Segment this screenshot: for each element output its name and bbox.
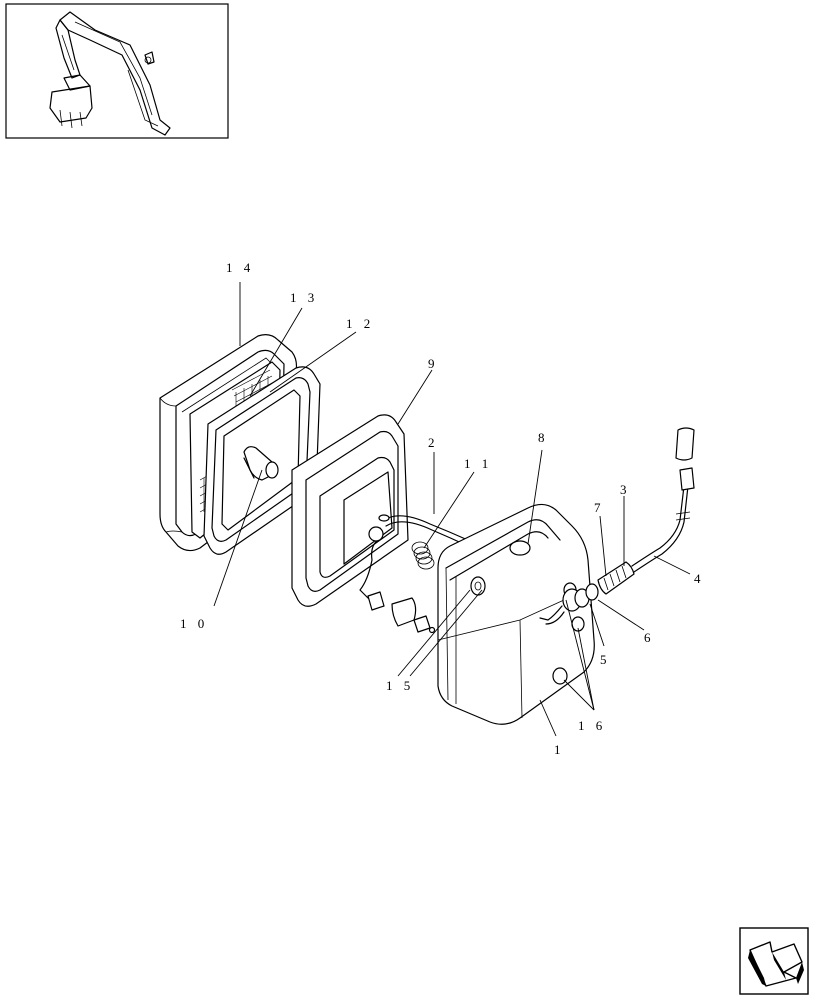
callout-5[interactable]: 5	[600, 652, 611, 667]
part-12-gasket	[203, 366, 321, 555]
callout-13[interactable]: 1 3	[290, 290, 318, 305]
back-arrow-icon	[748, 941, 804, 987]
part-11-spring	[411, 541, 435, 570]
callout-12[interactable]: 1 2	[346, 316, 374, 331]
excavator-thumbnail[interactable]	[5, 3, 229, 139]
callout-3[interactable]: 3	[620, 482, 631, 497]
part-4-cable	[631, 427, 695, 573]
callout-7[interactable]: 7	[594, 500, 605, 515]
part-8-plug-hole	[509, 540, 531, 556]
back-navigation-button[interactable]	[739, 927, 809, 995]
part-5-6-7-socket	[539, 583, 599, 625]
callout-labels: 1 4 1 3 1 2 9 2 1 1 8 7 3 4 6 5 1 0 1 5 …	[180, 260, 705, 757]
callout-2[interactable]: 2	[428, 435, 439, 450]
callout-9[interactable]: 9	[428, 356, 439, 371]
connector-pins	[367, 591, 436, 634]
callout-10[interactable]: 1 0	[180, 616, 208, 631]
part-9-reflector	[291, 414, 409, 607]
callout-14[interactable]: 1 4	[226, 260, 254, 275]
callout-1[interactable]: 1	[554, 742, 565, 757]
callout-4[interactable]: 4	[694, 571, 705, 586]
part-3-boot	[597, 561, 635, 595]
callout-11[interactable]: 1 1	[464, 456, 492, 471]
excavator-location-icon	[49, 11, 171, 136]
part-15-screw	[470, 576, 486, 596]
callout-15[interactable]: 1 5	[386, 678, 414, 693]
callout-16[interactable]: 1 6	[578, 718, 606, 733]
callout-8[interactable]: 8	[538, 430, 549, 445]
callout-6[interactable]: 6	[644, 630, 655, 645]
part-10-bulb	[243, 446, 279, 481]
leader-lines	[213, 282, 691, 737]
part-1-lamp-body	[437, 503, 595, 725]
